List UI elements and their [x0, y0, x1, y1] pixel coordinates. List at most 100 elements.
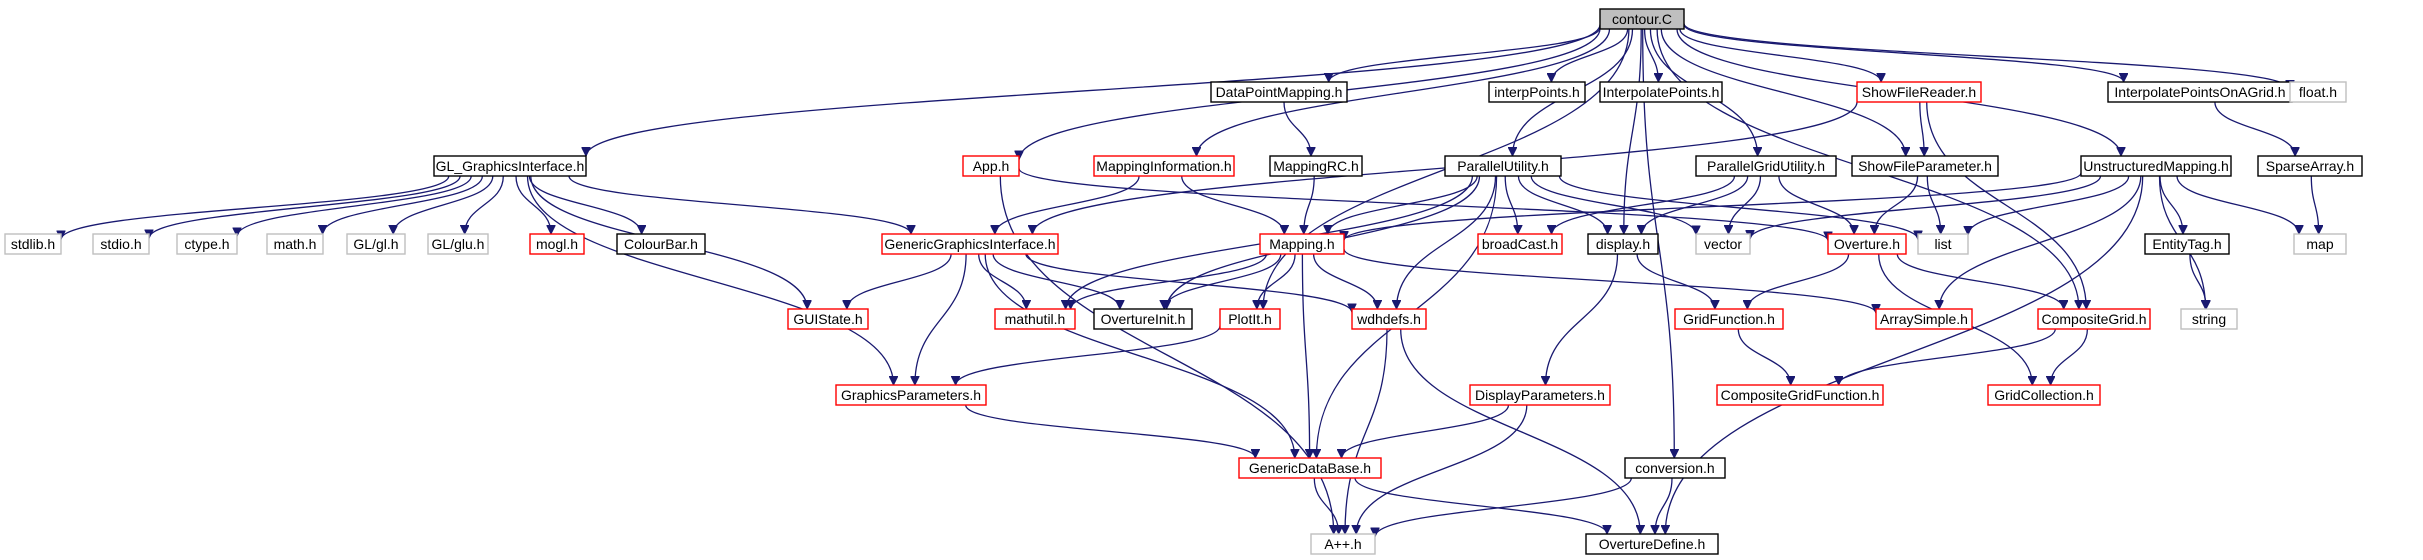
node-gl_gi[interactable]: GL_GraphicsInterface.h [433, 155, 587, 177]
node-broadcast[interactable]: broadCast.h [1477, 233, 1563, 255]
node-mapinfo[interactable]: MappingInformation.h [1093, 155, 1235, 177]
node-gdb[interactable]: GenericDataBase.h [1238, 457, 1382, 479]
node-math[interactable]: math.h [266, 233, 324, 255]
node-label: PlotIt.h [1228, 311, 1272, 327]
edge-entitytag-to-string [2189, 253, 2206, 309]
edge-contour-to-mapinfo [1197, 28, 1611, 156]
node-app_h[interactable]: A++.h [1310, 533, 1376, 555]
node-app[interactable]: App.h [962, 155, 1020, 177]
edge-contour-to-float [1683, 23, 2290, 90]
node-box [2257, 155, 2363, 177]
node-display[interactable]: display.h [1587, 233, 1659, 255]
node-ctype[interactable]: ctype.h [176, 233, 238, 255]
node-label: interpPoints.h [1494, 84, 1580, 100]
edge-contour-to-showfilereader [1679, 28, 1881, 83]
edge-gl_gi-to-mogl [515, 175, 551, 234]
node-box [1259, 233, 1345, 255]
node-label: mogl.h [536, 236, 578, 252]
node-stdlib[interactable]: stdlib.h [4, 233, 62, 255]
node-label: display.h [1596, 236, 1650, 252]
edge-gl_gi-to-stdio [149, 175, 461, 239]
node-interppoints[interactable]: interpPoints.h [1488, 81, 1586, 103]
node-compositegrid[interactable]: CompositeGrid.h [2037, 308, 2151, 330]
edge-plotit-to-graphicsparams [956, 325, 1221, 386]
node-label: GraphicsParameters.h [841, 387, 981, 403]
node-guistate[interactable]: GUIState.h [787, 308, 869, 330]
node-list[interactable]: list [1917, 233, 1969, 255]
edge-pargrid-to-display [1641, 175, 1749, 235]
node-mathutil[interactable]: mathutil.h [994, 308, 1076, 330]
node-map[interactable]: map [2293, 233, 2347, 255]
node-box [1219, 308, 1281, 330]
edge-displayparams-to-app_h [1356, 404, 1528, 534]
node-box [1587, 233, 1659, 255]
edge-app-to-overture [1018, 168, 1828, 241]
node-label: stdio.h [100, 236, 141, 252]
node-box [962, 155, 1020, 177]
node-overture[interactable]: Overture.h [1827, 233, 1907, 255]
edge-contour-to-showfileparam [1660, 28, 1905, 156]
node-arraysimple[interactable]: ArraySimple.h [1875, 308, 1973, 330]
node-label: contour.C [1612, 11, 1672, 27]
node-label: DisplayParameters.h [1475, 387, 1605, 403]
edge-gridfunction-to-cgf [1737, 328, 1790, 386]
node-gridcollection[interactable]: GridCollection.h [1987, 384, 2101, 406]
node-overtureinit[interactable]: OvertureInit.h [1093, 308, 1193, 330]
node-box [346, 233, 406, 255]
node-graphicsparams[interactable]: GraphicsParameters.h [835, 384, 987, 406]
node-showfileparam[interactable]: ShowFileParameter.h [1851, 155, 1999, 177]
node-box [92, 233, 150, 255]
node-box [1987, 384, 2101, 406]
node-colourbar[interactable]: ColourBar.h [616, 233, 706, 255]
node-mapping[interactable]: Mapping.h [1259, 233, 1345, 255]
node-float[interactable]: float.h [2289, 81, 2347, 103]
edge-showfilereader-to-showfileparam [1919, 101, 1924, 156]
node-label: A++.h [1324, 536, 1361, 552]
node-mogl[interactable]: mogl.h [529, 233, 585, 255]
node-dpmap[interactable]: DataPointMapping.h [1210, 81, 1348, 103]
node-stdio[interactable]: stdio.h [92, 233, 150, 255]
node-box [1488, 81, 1586, 103]
edge-display-to-gridfunction [1636, 253, 1715, 310]
node-ipgrid[interactable]: InterpolatePointsOnAGrid.h [2107, 81, 2293, 103]
edge-contour-to-display [1624, 28, 1642, 234]
edge-showfilereader-to-compositegrid [1926, 101, 2087, 309]
node-ggi[interactable]: GenericGraphicsInterface.h [881, 233, 1059, 255]
node-cgf[interactable]: CompositeGridFunction.h [1716, 384, 1884, 406]
edge-gl_gi-to-math [323, 175, 484, 235]
node-displayparams[interactable]: DisplayParameters.h [1469, 384, 1611, 406]
edge-gl_gi-to-ggi [568, 175, 911, 235]
node-plotit[interactable]: PlotIt.h [1219, 308, 1281, 330]
node-box [1599, 8, 1685, 30]
node-contour[interactable]: contour.C [1599, 8, 1685, 30]
node-box [2293, 233, 2347, 255]
node-conversion[interactable]: conversion.h [1624, 457, 1726, 479]
node-InterpolatePoints[interactable]: InterpolatePoints.h [1599, 81, 1723, 103]
node-string[interactable]: string [2180, 308, 2238, 330]
node-sparsearray[interactable]: SparseArray.h [2257, 155, 2363, 177]
node-pargrid[interactable]: ParallelGridUtility.h [1695, 155, 1837, 177]
node-box [994, 308, 1076, 330]
node-label: EntityTag.h [2152, 236, 2221, 252]
node-glu[interactable]: GL/glu.h [427, 233, 489, 255]
node-gl[interactable]: GL/gl.h [346, 233, 406, 255]
node-entitytag[interactable]: EntityTag.h [2144, 233, 2230, 255]
node-label: GL/gl.h [353, 236, 398, 252]
node-showfilereader[interactable]: ShowFileReader.h [1856, 81, 1982, 103]
node-wdhdefs[interactable]: wdhdefs.h [1351, 308, 1427, 330]
edge-unstruct-to-map [2176, 175, 2299, 235]
node-vector[interactable]: vector [1695, 233, 1751, 255]
edge-wdhdefs-to-app_h [1345, 328, 1388, 534]
node-label: OvertureDefine.h [1599, 536, 1706, 552]
node-box [1917, 233, 1969, 255]
node-parutil[interactable]: ParallelUtility.h [1444, 155, 1562, 177]
node-box [1444, 155, 1562, 177]
node-label: Mapping.h [1269, 236, 1334, 252]
node-box [2080, 155, 2232, 177]
node-overturedefine[interactable]: OvertureDefine.h [1585, 533, 1719, 555]
node-mappingrc[interactable]: MappingRC.h [1269, 155, 1363, 177]
node-unstruct[interactable]: UnstructuredMapping.h [2080, 155, 2232, 177]
node-box [787, 308, 869, 330]
node-box [1210, 81, 1348, 103]
node-gridfunction[interactable]: GridFunction.h [1674, 308, 1784, 330]
